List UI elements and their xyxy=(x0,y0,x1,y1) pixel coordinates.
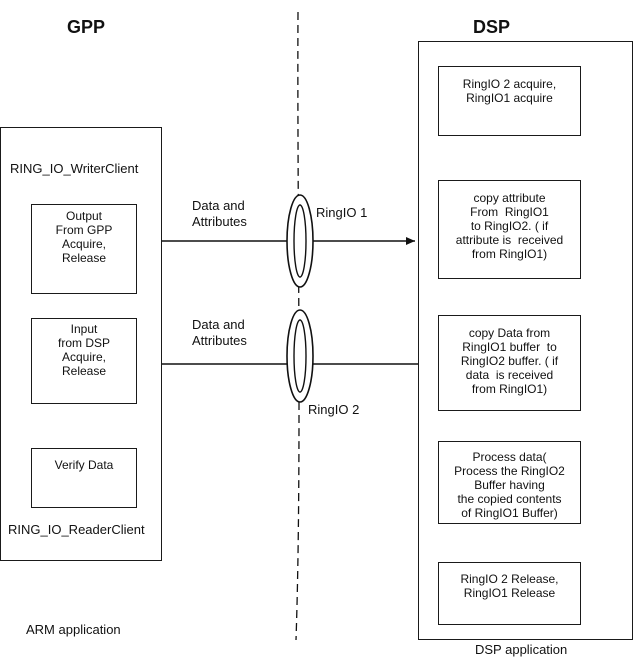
dsp-step-copy-attribute-text: copy attribute From RingIO1 to RingIO2. … xyxy=(455,191,564,261)
dsp-title: DSP xyxy=(473,17,511,37)
writer-client-label: RING_IO_WriterClient xyxy=(10,161,139,176)
dsp-step-acquire xyxy=(438,66,581,136)
upper-link-label: Data and Attributes xyxy=(192,198,247,229)
output-box xyxy=(31,204,137,294)
input-box xyxy=(31,318,137,404)
dsp-step-copy-data-text: copy Data from RingIO1 buffer to RingIO2… xyxy=(460,326,559,396)
arm-app-label: ARM application xyxy=(26,622,121,637)
verify-box-text: Verify Data xyxy=(54,458,114,472)
dsp-step-copy-attribute xyxy=(438,180,581,279)
output-box-text: Output From GPP Acquire, Release xyxy=(55,209,113,265)
ringio1-ring-icon xyxy=(286,194,314,288)
dsp-step-copy-data xyxy=(438,315,581,411)
lower-link-label: Data and Attributes xyxy=(192,317,247,348)
ringio2-ring-icon xyxy=(286,309,314,403)
gpp-title: GPP xyxy=(67,17,106,37)
dsp-step-release-text: RingIO 2 Release, RingIO1 Release xyxy=(460,572,559,600)
dsp-app-label: DSP application xyxy=(475,642,568,657)
reader-client-label: RING_IO_ReaderClient xyxy=(8,522,145,537)
dsp-step-acquire-text: RingIO 2 acquire, RingIO1 acquire xyxy=(462,77,557,105)
dsp-step-process xyxy=(438,441,581,524)
dsp-step-process-text: Process data( Process the RingIO2 Buffer… xyxy=(454,450,565,520)
verify-box xyxy=(31,448,137,508)
input-box-text: Input from DSP Acquire, Release xyxy=(57,322,110,378)
dsp-step-release xyxy=(438,562,581,625)
ringio1-label: RingIO 1 xyxy=(316,205,368,220)
ringio2-label: RingIO 2 xyxy=(308,402,360,417)
